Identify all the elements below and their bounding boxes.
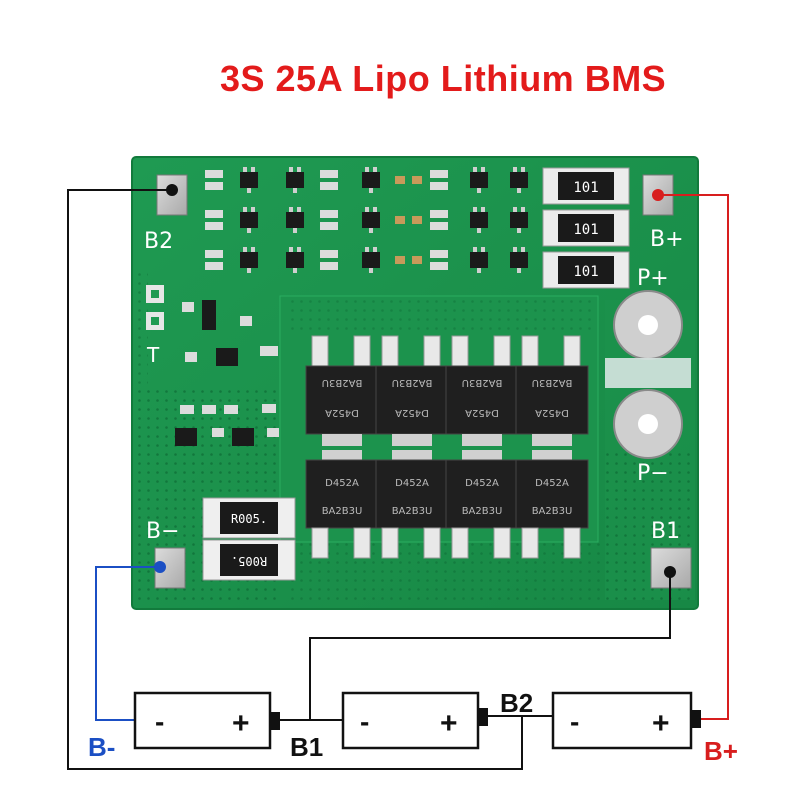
mosfet-bottom: D452A BA2B3U [515,450,589,559]
svg-text:D452A: D452A [465,478,499,489]
svg-text:101: 101 [573,264,598,280]
svg-text:+: + [440,707,458,740]
sot-transistor [240,252,258,268]
battery-1: - + [133,691,280,750]
wire-label-b1: B1 [290,732,323,762]
sot-transistor [286,212,304,228]
shunt-resistor-2: R005. [202,539,296,581]
svg-text:BA2B3U: BA2B3U [392,377,433,388]
svg-text:BA2B3U: BA2B3U [322,506,363,517]
sot-transistor [510,172,528,188]
svg-text:101: 101 [573,222,598,238]
label-b1: B1 [651,519,680,544]
wire-label-b2: B2 [500,688,533,718]
label-p-minus: P− [637,461,669,486]
balance-row [205,207,528,233]
wire-label-b-minus: B- [88,732,115,762]
control-ics [175,300,279,446]
sot-transistor [362,212,380,228]
sot-transistor [362,252,380,268]
top-resistor-2: 101 [542,209,630,247]
balance-row [205,247,528,273]
top-resistor-3: 101 [542,251,630,289]
svg-text:BA2B3U: BA2B3U [462,506,503,517]
svg-text:-: - [155,706,164,737]
sot-transistor [470,212,488,228]
sot-transistor [362,172,380,188]
svg-text:D452A: D452A [465,407,499,418]
label-b-minus: B− [146,519,180,544]
svg-text:D452A: D452A [535,478,569,489]
mosfet-bottom: D452A BA2B3U [305,450,379,559]
svg-text:BA2B3U: BA2B3U [322,377,363,388]
svg-text:D452A: D452A [325,478,359,489]
pad-p-minus [613,389,683,459]
sot-transistor [286,172,304,188]
svg-text:+: + [232,707,250,740]
p-pad-bridge [605,358,691,388]
mosfet-bottom: D452A BA2B3U [375,450,449,559]
sot-transistor [240,212,258,228]
shunt-resistor-1: R005. [202,497,296,539]
mosfet-bottom: D452A BA2B3U [445,450,519,559]
page-title: 3S 25A Lipo Lithium BMS [220,58,667,99]
label-p-plus: P+ [637,266,669,291]
svg-text:BA2B3U: BA2B3U [392,506,433,517]
wiring [67,184,729,770]
mosfet-top: BA2B3U D452A [445,335,519,446]
svg-text:D452A: D452A [325,407,359,418]
battery-3: - + [551,691,701,750]
svg-text:BA2B3U: BA2B3U [462,377,503,388]
wire-label-b-plus: B+ [704,736,738,766]
balance-circuit-rows [205,167,528,273]
sot-transistor [286,252,304,268]
pad-p-plus [613,290,683,360]
svg-text:D452A: D452A [535,407,569,418]
mosfet-top: BA2B3U D452A [375,335,449,446]
svg-text:+: + [652,707,670,740]
battery-2: - + [341,691,488,750]
svg-text:-: - [570,706,579,737]
svg-text:BA2B3U: BA2B3U [532,506,573,517]
sot-transistor [240,172,258,188]
svg-text:BA2B3U: BA2B3U [532,377,573,388]
sot-transistor [470,172,488,188]
label-b-plus: B+ [650,227,684,252]
sot-transistor [510,212,528,228]
thermistor-pads [146,285,164,330]
svg-text:D452A: D452A [395,478,429,489]
mosfet-top: BA2B3U D452A [515,335,589,446]
svg-text:R005.: R005. [231,554,267,568]
label-t: T [146,343,160,367]
sot-transistor [470,252,488,268]
label-b2: B2 [144,229,173,254]
mosfet-array: BA2B3UD452ABA2B3UD452ABA2B3UD452ABA2B3UD… [305,335,589,559]
balance-row [205,167,528,193]
svg-text:101: 101 [573,180,598,196]
top-resistor-1: 101 [542,167,630,205]
svg-text:R005.: R005. [231,512,267,526]
mosfet-top: BA2B3U D452A [305,335,379,446]
svg-text:D452A: D452A [395,407,429,418]
svg-text:-: - [360,706,369,737]
sot-transistor [510,252,528,268]
